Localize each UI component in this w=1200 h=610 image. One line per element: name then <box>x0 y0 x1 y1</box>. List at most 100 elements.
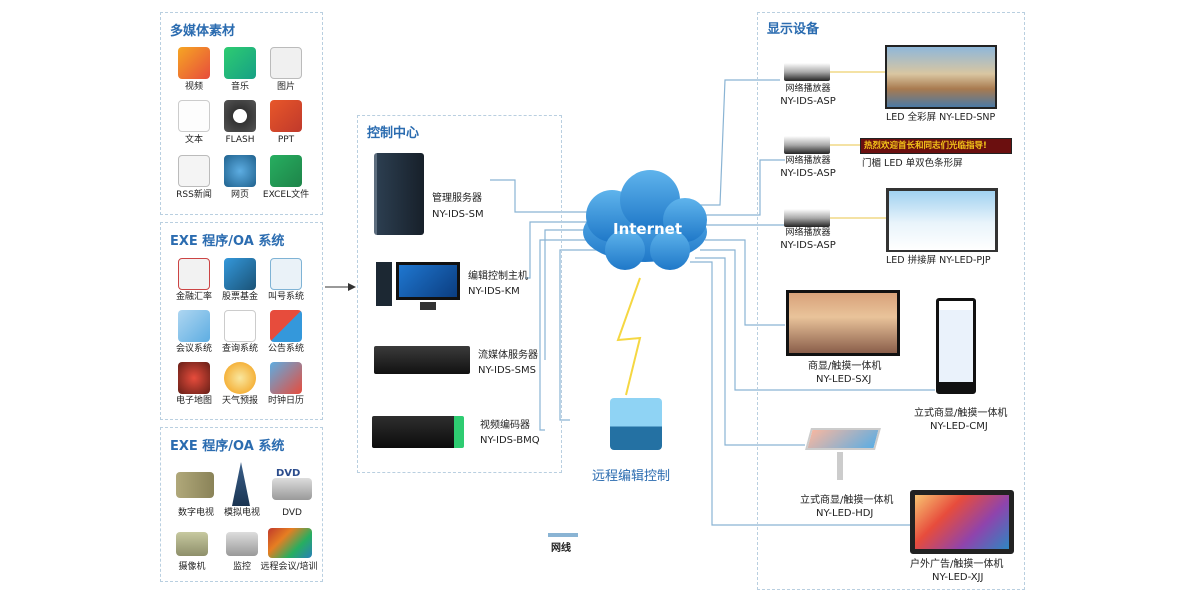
commercial-display-sxj <box>786 290 900 356</box>
exe2-label-0: 数字电视 <box>177 508 214 518</box>
multimedia-panel <box>160 12 323 215</box>
edit-host-model: NY-IDS-KM <box>468 286 520 297</box>
led-fullcolor-label: LED 全彩屏 NY-LED-SNP <box>886 112 996 123</box>
ppt-icon <box>270 100 302 132</box>
standing-touch-table-hdj <box>805 428 881 450</box>
video-conference-icon <box>268 528 312 558</box>
exe1-label-6: 电子地图 <box>175 396 212 406</box>
display-panel <box>757 12 1025 590</box>
control-center-panel <box>357 115 562 473</box>
network-player-3-icon <box>784 209 830 227</box>
door-led-bar-screen <box>860 138 1012 154</box>
video-encoder-model: NY-IDS-BMQ <box>480 435 540 446</box>
led-splicing-label: LED 拼接屏 NY-LED-PJP <box>886 255 991 266</box>
exe1-label-1: 股票基金 <box>221 292 258 302</box>
standing-kiosk-cmj <box>936 298 976 394</box>
sxj-model: NY-LED-SXJ <box>816 374 872 385</box>
exe2-label-2: DVD <box>282 508 302 518</box>
meeting-system-icon <box>178 310 210 342</box>
exe1-label-8: 时钟日历 <box>267 396 304 406</box>
management-server-model: NY-IDS-SM <box>432 209 484 220</box>
player-2-model: NY-IDS-ASP <box>780 168 836 179</box>
cmj-model: NY-LED-CMJ <box>930 421 988 432</box>
player-3-name: 网络播放器 <box>785 228 831 238</box>
monitor-stand-icon <box>420 302 436 310</box>
outdoor-ad-display-xjj <box>910 490 1014 554</box>
door-led-ticker-text: 热烈欢迎首长和同志们光临指导! <box>864 141 987 151</box>
network-player-2-icon <box>784 136 830 154</box>
multimedia-label-picture: 图片 <box>276 82 295 92</box>
multimedia-label-text: 文本 <box>184 135 203 145</box>
camera-icon <box>176 532 208 556</box>
clock-calendar-icon <box>270 362 302 394</box>
exe1-label-5: 公告系统 <box>267 344 304 354</box>
management-server-icon <box>374 153 424 235</box>
control-center-title: 控制中心 <box>367 126 420 141</box>
weather-icon <box>224 362 256 394</box>
flash-icon <box>224 100 256 132</box>
cmj-name: 立式商显/触摸一体机 <box>914 408 1008 419</box>
multimedia-label-rss: RSS新闻 <box>176 190 212 200</box>
edit-host-monitor-icon <box>396 262 460 300</box>
video-icon <box>178 47 210 79</box>
management-server-name: 管理服务器 <box>432 193 482 204</box>
network-player-1-icon <box>784 63 830 81</box>
hdj-name: 立式商显/触摸一体机 <box>800 495 894 506</box>
remote-edit-label: 远程编辑控制 <box>592 469 671 484</box>
queue-call-icon <box>270 258 302 290</box>
exe-panel-1 <box>160 222 323 420</box>
led-fullcolor-screen <box>885 45 997 109</box>
door-led-label: 门楣 LED 单双色条形屏 <box>862 158 963 169</box>
wireless-lightning <box>616 277 642 396</box>
finance-rate-icon <box>178 258 210 290</box>
xjj-name: 户外广告/触摸一体机 <box>910 559 1004 570</box>
legend-label: 网线 <box>551 543 571 554</box>
multimedia-label-video: 视频 <box>184 82 203 92</box>
video-encoder-icon <box>372 416 464 448</box>
exe1-label-4: 查询系统 <box>221 344 258 354</box>
edit-host-tower-icon <box>376 262 392 306</box>
exe1-label-7: 天气预报 <box>221 396 258 406</box>
video-encoder-name: 视频编码器 <box>480 420 530 431</box>
exe2-label-4: 监控 <box>232 562 251 572</box>
dvd-logo: DVD <box>276 468 301 479</box>
display-title: 显示设备 <box>767 22 820 37</box>
streaming-server-name: 流媒体服务器 <box>478 350 538 361</box>
search-icon <box>224 310 256 342</box>
music-icon <box>224 47 256 79</box>
announcement-icon <box>270 310 302 342</box>
multimedia-label-flash: FLASH <box>225 135 255 145</box>
web-icon <box>224 155 256 187</box>
multimedia-title: 多媒体素材 <box>170 24 236 39</box>
streaming-server-icon <box>374 346 470 374</box>
exe-panel-2 <box>160 427 323 582</box>
picture-icon <box>270 47 302 79</box>
xjj-model: NY-LED-XJJ <box>932 572 984 583</box>
excel-icon <box>270 155 302 187</box>
satellite-icon <box>176 472 214 498</box>
legend-cable-swatch <box>548 533 578 537</box>
player-1-model: NY-IDS-ASP <box>780 96 836 107</box>
dvd-player-icon <box>272 478 312 500</box>
multimedia-label-web: 网页 <box>230 190 249 200</box>
player-1-name: 网络播放器 <box>785 84 831 94</box>
exe2-label-5: 远程会议/培训 <box>260 562 318 572</box>
player-2-name: 网络播放器 <box>785 156 831 166</box>
exe1-label-3: 会议系统 <box>175 344 212 354</box>
player-to-screen-lines <box>830 71 888 219</box>
multimedia-label-ppt: PPT <box>277 135 295 145</box>
sxj-name: 商显/触摸一体机 <box>808 361 882 372</box>
exe2-label-1: 模拟电视 <box>223 508 260 518</box>
map-icon <box>178 362 210 394</box>
surveillance-icon <box>226 532 258 556</box>
text-icon <box>178 100 210 132</box>
led-splicing-screen <box>886 188 998 252</box>
exe1-label-0: 金融汇率 <box>175 292 212 302</box>
exe-panel-1-title: EXE 程序/OA 系统 <box>170 234 285 249</box>
stock-fund-icon <box>224 258 256 290</box>
exe-panel-2-title: EXE 程序/OA 系统 <box>170 439 285 454</box>
cable-lines <box>490 79 935 526</box>
internet-label: Internet <box>613 220 683 238</box>
